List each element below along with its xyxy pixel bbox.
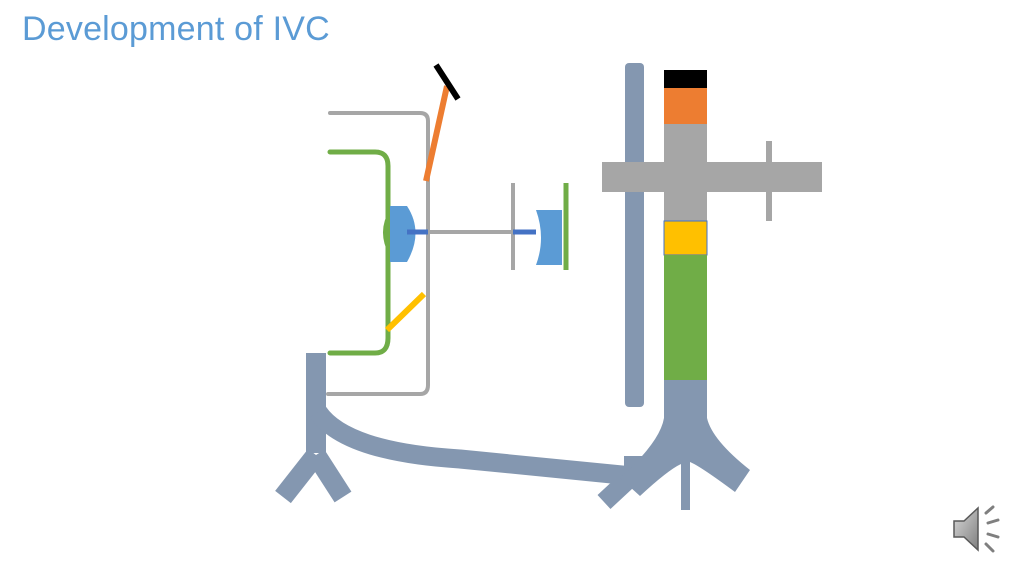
ivc-segment-orange	[664, 88, 707, 124]
ivc-segment-blue-gray	[664, 380, 707, 420]
green-arc-left	[383, 208, 394, 258]
slide-title: Development of IVC	[22, 10, 330, 48]
right-thin-vein	[625, 63, 644, 407]
blue-capsule-right	[536, 210, 562, 265]
gray-vessel-loop	[326, 111, 430, 396]
ivc-segment-green	[664, 255, 707, 380]
speaker-icon[interactable]	[950, 503, 1006, 555]
horizontal-gray-bar	[602, 162, 822, 192]
left-vein-trunk	[306, 353, 326, 453]
ivc-bifurcation	[620, 418, 750, 510]
ivc-segment-yellow	[663, 220, 708, 256]
gray-vertical-stub	[766, 141, 772, 221]
black-cap	[433, 63, 461, 101]
orange-segment	[423, 85, 450, 182]
ivc-segment-gray	[664, 124, 707, 222]
green-vessel	[327, 149, 391, 356]
yellow-segment	[384, 291, 427, 333]
ivc-segment-black	[664, 70, 707, 88]
blue-capsule-left	[390, 206, 416, 262]
connecting-vein	[310, 406, 642, 509]
left-vein-branch-b	[307, 449, 352, 503]
